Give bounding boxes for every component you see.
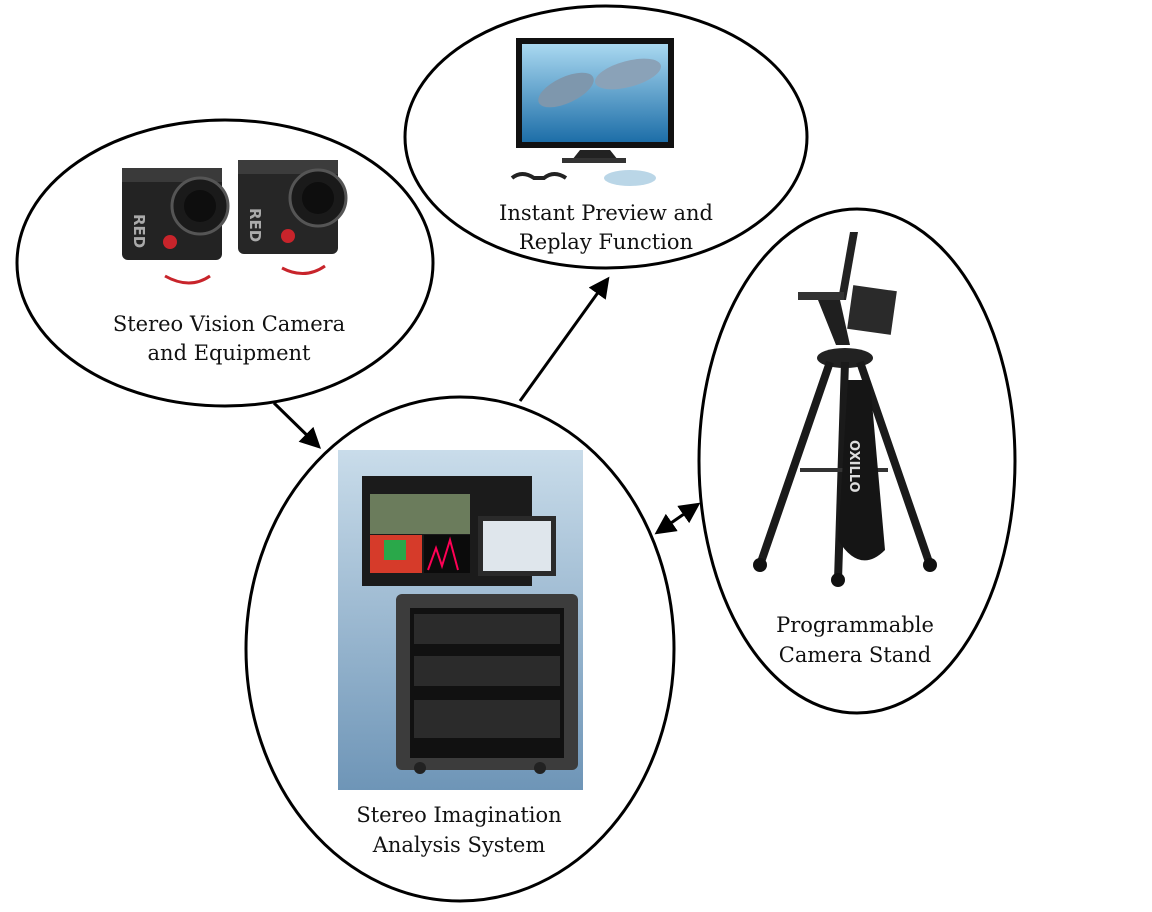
node-preview-label-line2: Replay Function	[519, 230, 693, 254]
node-analysis-label-line1: Stereo Imagination	[356, 803, 561, 827]
node-analysis-label-line2: Analysis System	[372, 833, 546, 857]
node-camera-label-line1: Stereo Vision Camera	[113, 312, 345, 336]
edge-analysis-stand-bidirectional	[654, 502, 701, 535]
node-analysis: Stereo Imagination Analysis System	[244, 395, 676, 903]
edge-analysis-to-preview	[518, 276, 610, 402]
node-camera-label-line2: and Equipment	[148, 341, 311, 365]
node-stand-label-line1: Programmable	[776, 613, 934, 637]
stereo-camera-icon: RED RED	[122, 160, 348, 285]
rack-workstation-icon	[338, 450, 583, 790]
node-preview: Instant Preview and Replay Function	[403, 4, 809, 270]
3d-monitor-icon	[510, 38, 674, 186]
node-stand-label-line2: Camera Stand	[779, 643, 931, 667]
tripod-icon: OXILLO	[753, 232, 937, 587]
edge-camera-to-analysis	[272, 401, 322, 449]
node-camera: RED RED Stereo Vision Camera and Equipme…	[15, 118, 435, 408]
camera-brand-mark-left: RED	[130, 214, 148, 248]
node-stand: OXILLO Programmable Camera Stand	[697, 207, 1017, 715]
node-preview-label-line1: Instant Preview and	[499, 201, 713, 225]
stand-brand-mark: OXILLO	[846, 440, 861, 493]
camera-brand-mark-right: RED	[246, 208, 264, 242]
